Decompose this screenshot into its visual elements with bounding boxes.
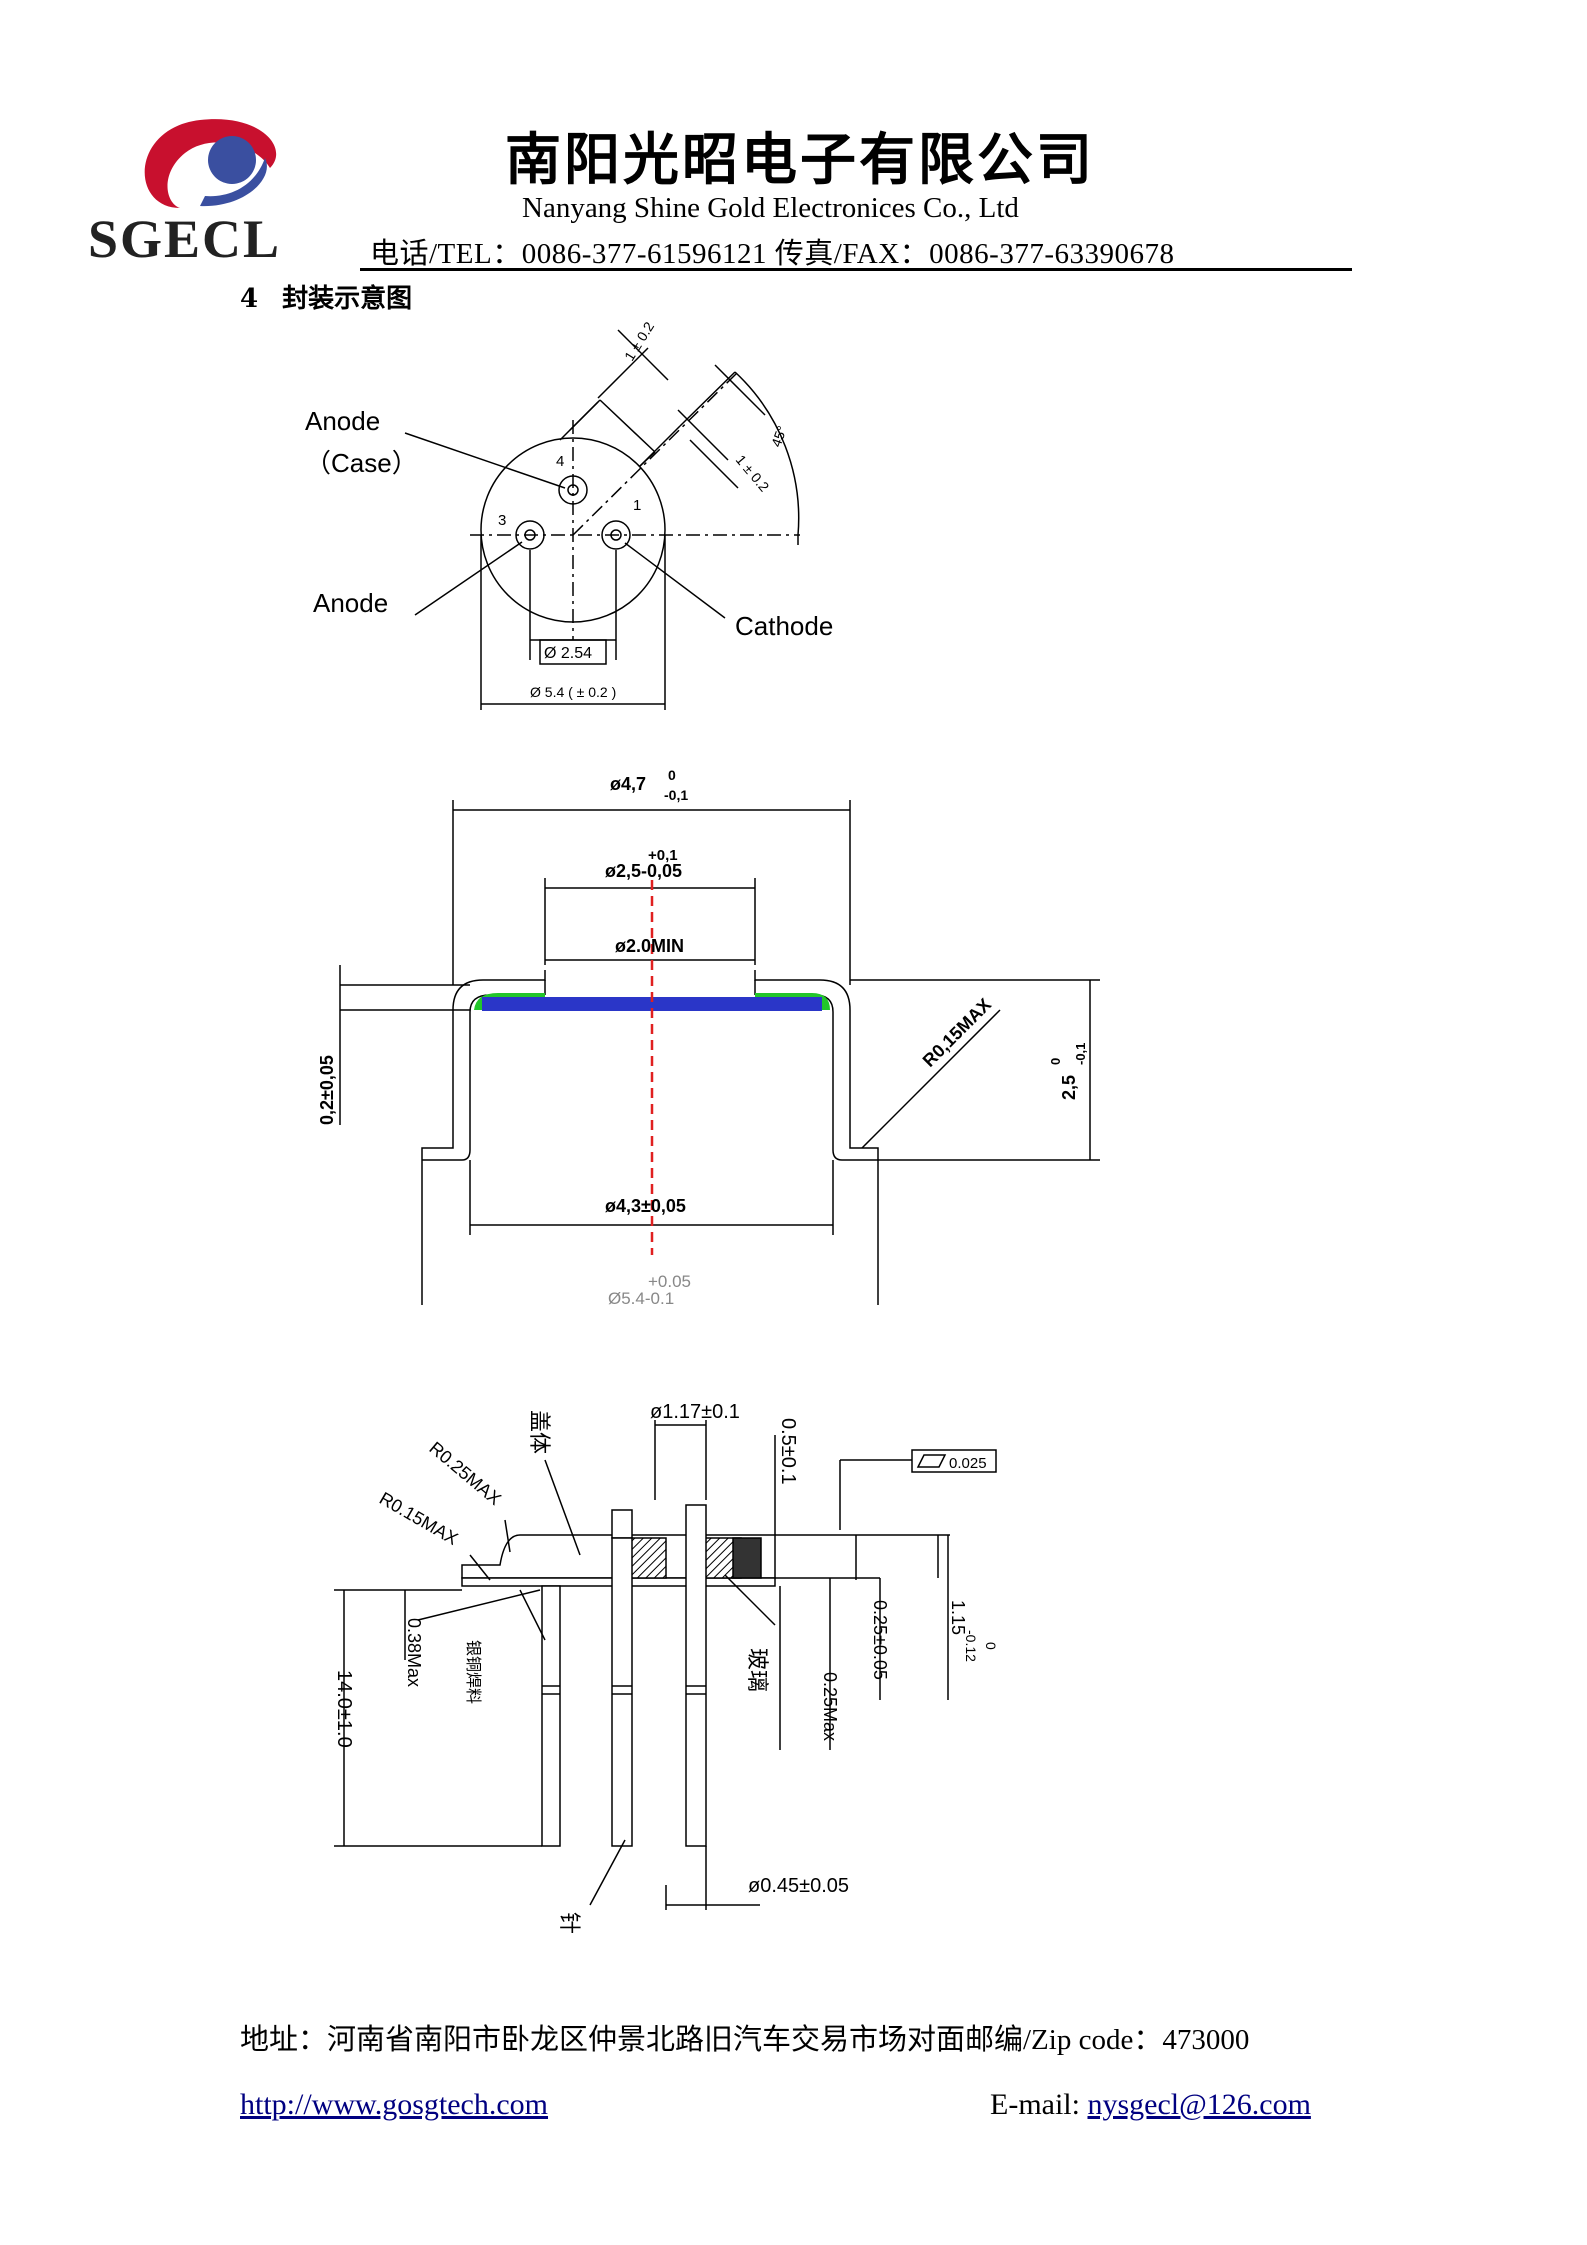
- anode-case-label: Anode: [305, 406, 380, 436]
- side-view-drawing: ø1.17±0.1 0.025 ø0.45±0.05 盖体 R0.25MAX R…: [333, 1401, 999, 1934]
- flatness-value: 0.025: [949, 1455, 987, 1472]
- glass-label: 玻璃: [745, 1648, 770, 1692]
- dim-038: 0.38Max: [404, 1618, 424, 1687]
- pin3-label: 3: [498, 512, 506, 529]
- top-tol-upper: 0: [668, 767, 676, 783]
- pitch-dim: Ø 2.54: [544, 645, 592, 662]
- pin-label: 针: [557, 1912, 582, 1934]
- thickness-dim: 0,2±0,05: [317, 1055, 337, 1125]
- top-dia: ø4,7: [610, 774, 646, 794]
- pin4-label: 4: [556, 453, 564, 470]
- dim-115: 1.15: [948, 1600, 968, 1635]
- company-name-en: Nanyang Shine Gold Electronices Co., Ltd: [522, 192, 1019, 224]
- height-tol-upper: 0: [1048, 1058, 1063, 1065]
- logo-emblem: [144, 119, 277, 208]
- dim-115-tol-upper: 0: [983, 1642, 999, 1650]
- website-link[interactable]: http://www.gosgtech.com: [240, 2088, 549, 2121]
- top-tol-lower: -0,1: [664, 787, 688, 803]
- anode-label: Anode: [313, 588, 388, 618]
- section-title: 封装示意图: [282, 284, 413, 314]
- min-dia: ø2.0MIN: [615, 936, 684, 956]
- top-view-drawing: 4 3 1 Ø 2.54 Ø 5.4 ( ± 0.2 ) 1 ± 0.2 1 ±…: [305, 319, 833, 710]
- angle-label: 45°: [768, 424, 790, 449]
- pin1-label: 1: [633, 497, 641, 514]
- pin-dia: ø0.45±0.05: [748, 1875, 849, 1897]
- window-tol: +0,1: [648, 847, 678, 864]
- flatness-symbol: [916, 1454, 947, 1468]
- outer-dim: Ø 5.4 ( ± 0.2 ): [530, 684, 616, 700]
- height-dim: 2,5: [1059, 1075, 1079, 1100]
- company-logo: SGECL: [60, 108, 340, 269]
- height-tol-lower: -0,1: [1073, 1043, 1088, 1065]
- base-dia: Ø5.4-0.1: [608, 1289, 674, 1308]
- case-label: （Case）: [305, 448, 418, 478]
- cap-section-drawing: ø4,7 0 -0,1 +0,1 ø2,5-0,05 ø2.0MIN ø4,3±…: [317, 767, 1100, 1308]
- footer-address: 地址：河南省南阳市卧龙区仲景北路旧汽车交易市场对面邮编/Zip code：473…: [240, 2024, 1250, 2056]
- base-tol: +0.05: [648, 1272, 691, 1291]
- header-divider: [360, 268, 1352, 271]
- dim-115-tol-lower: -0.12: [963, 1630, 979, 1662]
- pin-dia-top: ø1.17±0.1: [650, 1401, 740, 1423]
- dim-14: 14.0±1.0: [333, 1670, 355, 1748]
- section-number: 4: [240, 284, 259, 314]
- email-prefix: E-mail:: [990, 2088, 1088, 2121]
- dim-025: 0.25±0.05: [870, 1600, 890, 1680]
- r015-label: R0.15MAX: [376, 1488, 461, 1549]
- company-name-cn: 南阳光昭电子有限公司: [505, 127, 1095, 193]
- contact-line: 电话/TEL：0086-377-61596121 传真/FAX：0086-377…: [370, 238, 1175, 270]
- inner-dia: ø4,3±0,05: [605, 1196, 686, 1216]
- logo-blue-swoosh: [200, 158, 267, 207]
- pin1-outer: [601, 520, 631, 550]
- dim-025max: 0.25Max: [820, 1672, 840, 1741]
- r025-label: R0.25MAX: [425, 1438, 505, 1509]
- logo-text: SGECL: [88, 209, 282, 269]
- window-dia: ø2,5-0,05: [605, 861, 682, 881]
- email-link[interactable]: nysgecl@126.com: [1087, 2088, 1311, 2121]
- lid-label: 盖体: [527, 1410, 552, 1454]
- dim-05: 0.5±0.1: [777, 1418, 799, 1485]
- footer-email: E-mail: nysgecl@126.com: [990, 2088, 1311, 2122]
- section-heading: 4 封装示意图: [240, 278, 412, 315]
- cathode-label: Cathode: [735, 611, 833, 641]
- window-blue: [482, 997, 822, 1011]
- solder-label: 银铜焊料: [464, 1640, 482, 1704]
- logo-blue-dot: [208, 136, 256, 184]
